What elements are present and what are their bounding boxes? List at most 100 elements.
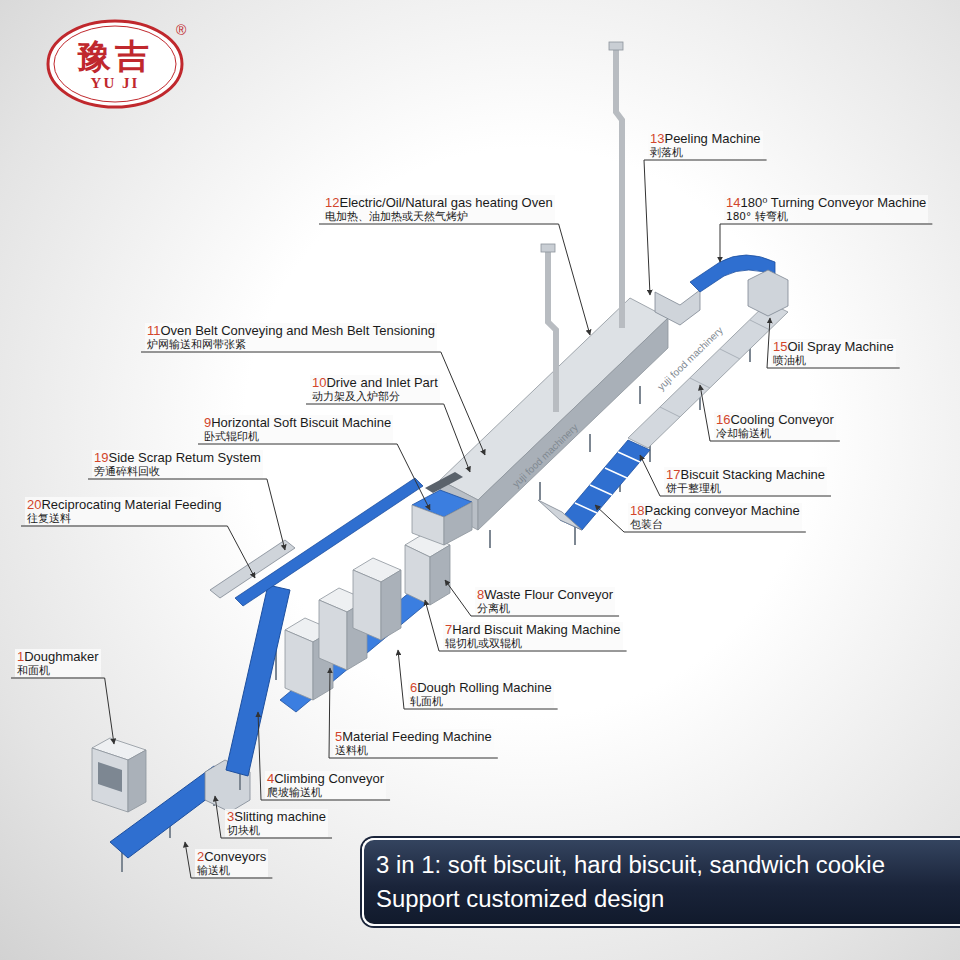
part-name: Electric/Oil/Natural gas heating Oven bbox=[339, 195, 552, 210]
callout-label: 2Conveyors输送机 bbox=[195, 849, 268, 877]
callout-row: 10Drive and Inlet Part bbox=[312, 375, 438, 390]
callout-underline bbox=[191, 878, 272, 879]
oven-mesh-inlet bbox=[425, 472, 463, 493]
hard-biscuit-side bbox=[430, 545, 450, 605]
callout-row: 9Horizontal Soft Biscuit Machine bbox=[204, 415, 391, 430]
stacking-belt bbox=[560, 440, 650, 530]
callout-row: 3Slitting machine bbox=[227, 809, 326, 824]
leader-line bbox=[720, 224, 721, 262]
rolling-front bbox=[285, 630, 313, 700]
banner-text: 3 in 1: soft biscuit, hard biscuit, sand… bbox=[376, 848, 950, 882]
callout-row: 8Waste Flour Conveyor bbox=[477, 587, 613, 602]
callout-number: 2 bbox=[197, 849, 204, 864]
callout-row: 2Conveyors bbox=[197, 849, 266, 864]
part-name-chinese: 动力架及入炉部分 bbox=[312, 390, 438, 403]
callout-number: 19 bbox=[94, 450, 108, 465]
callout-label: 16Cooling Conveyor冷却输送机 bbox=[714, 412, 836, 440]
part-name: Conveyors bbox=[204, 849, 266, 864]
oven-side bbox=[478, 318, 668, 530]
callout-number: 14 bbox=[726, 195, 740, 210]
callout-label: 3Slitting machine切块机 bbox=[225, 809, 328, 837]
callout-underline bbox=[221, 838, 332, 839]
leader-line bbox=[398, 650, 404, 709]
callout-underline bbox=[198, 444, 397, 445]
callout-underline bbox=[11, 678, 105, 679]
chimney-cap bbox=[609, 42, 623, 50]
callout-underline bbox=[710, 441, 840, 442]
callout-row: 12Electric/Oil/Natural gas heating Oven bbox=[325, 195, 553, 210]
callout-underline bbox=[404, 709, 558, 710]
leader-line bbox=[425, 600, 439, 651]
leader-line bbox=[640, 455, 660, 496]
leader-line bbox=[644, 160, 650, 295]
leader-line bbox=[767, 318, 770, 368]
callout-row: 20Reciprocating Material Feeding bbox=[27, 497, 221, 512]
rolling-front bbox=[319, 600, 347, 670]
leader-line bbox=[444, 404, 470, 472]
rolling-front bbox=[353, 570, 381, 640]
leader-line bbox=[441, 352, 485, 455]
callout-row: 16Cooling Conveyor bbox=[716, 412, 834, 427]
callout-label: 6Dough Rolling Machine轧面机 bbox=[408, 680, 554, 708]
part-name: Climbing Conveyor bbox=[274, 771, 384, 786]
callout-row: 14180⁰ Turning Conveyor Machine bbox=[726, 195, 926, 210]
chimney-pipe bbox=[548, 252, 556, 412]
callout-underline bbox=[88, 479, 267, 480]
callout-label: 11Oven Belt Conveying and Mesh Belt Tens… bbox=[145, 323, 437, 351]
chimney-cap bbox=[541, 244, 555, 252]
part-name: Cooling Conveyor bbox=[730, 412, 833, 427]
banner-text: Support customized design bbox=[376, 882, 950, 916]
doughmaker-side bbox=[128, 750, 146, 812]
callout-underline bbox=[624, 532, 806, 533]
part-name-chinese: 辊切机或双辊机 bbox=[445, 637, 621, 650]
callout-row: 15Oil Spray Machine bbox=[773, 339, 894, 354]
callout-number: 3 bbox=[227, 809, 234, 824]
callout-label: 14180⁰ Turning Conveyor Machine180° 转弯机 bbox=[724, 195, 928, 223]
leader-line bbox=[215, 796, 221, 838]
callout-row: 6Dough Rolling Machine bbox=[410, 680, 552, 695]
part-name: 180⁰ Turning Conveyor Machine bbox=[740, 195, 926, 210]
callout-row: 18Packing conveyor Machine bbox=[630, 503, 800, 518]
part-name-chinese: 切块机 bbox=[227, 824, 326, 837]
part-name-chinese: 炉网输送和网带张紧 bbox=[147, 338, 435, 351]
callout-label: 10Drive and Inlet Part动力架及入炉部分 bbox=[310, 375, 440, 403]
part-name-chinese: 冷却输送机 bbox=[716, 427, 834, 440]
callout-underline bbox=[644, 160, 767, 161]
doughmaker-window bbox=[98, 762, 122, 792]
callout-underline bbox=[141, 352, 441, 353]
leader-line bbox=[227, 526, 255, 578]
logo-ring bbox=[48, 21, 182, 107]
callout-underline bbox=[720, 224, 932, 225]
callout-row: 13Peeling Machine bbox=[650, 131, 761, 146]
callout-label: 9Horizontal Soft Biscuit Machine卧式辊印机 bbox=[202, 415, 393, 443]
part-name-chinese: 喷油机 bbox=[773, 354, 894, 367]
oil-spray-machine bbox=[748, 270, 788, 316]
callout-row: 7Hard Biscuit Making Machine bbox=[445, 622, 621, 637]
leader-line bbox=[258, 712, 261, 800]
peeling-machine bbox=[655, 290, 700, 325]
callout-underline bbox=[439, 651, 627, 652]
callout-label: 4Climbing Conveyor爬坡输送机 bbox=[265, 771, 386, 799]
part-name-chinese: 包装台 bbox=[630, 518, 800, 531]
watermark: yuji food machinery bbox=[510, 421, 580, 489]
callout-number: 11 bbox=[147, 323, 161, 338]
part-name-chinese: 送料机 bbox=[335, 744, 492, 757]
doughmaker-front bbox=[92, 748, 128, 812]
watermark: yuji food machinery bbox=[655, 324, 725, 392]
part-name-chinese: 电加热、油加热或天然气烤炉 bbox=[325, 210, 553, 223]
callout-number: 17 bbox=[666, 467, 680, 482]
soft-biscuit-side bbox=[444, 502, 472, 545]
callout-number: 4 bbox=[267, 771, 274, 786]
part-name: Drive and Inlet Part bbox=[326, 375, 437, 390]
part-name: Doughmaker bbox=[24, 649, 98, 664]
leader-line bbox=[595, 505, 624, 532]
callout-label: 15Oil Spray Machine喷油机 bbox=[771, 339, 896, 367]
registered-mark: ® bbox=[176, 22, 186, 38]
callout-number: 8 bbox=[477, 587, 484, 602]
part-name: Hard Biscuit Making Machine bbox=[452, 622, 620, 637]
part-name-chinese: 旁通碎料回收 bbox=[94, 465, 261, 478]
callout-label: 13Peeling Machine剥落机 bbox=[648, 131, 763, 159]
logo-text: 豫吉 bbox=[77, 37, 153, 75]
part-name-chinese: 分离机 bbox=[477, 602, 613, 615]
